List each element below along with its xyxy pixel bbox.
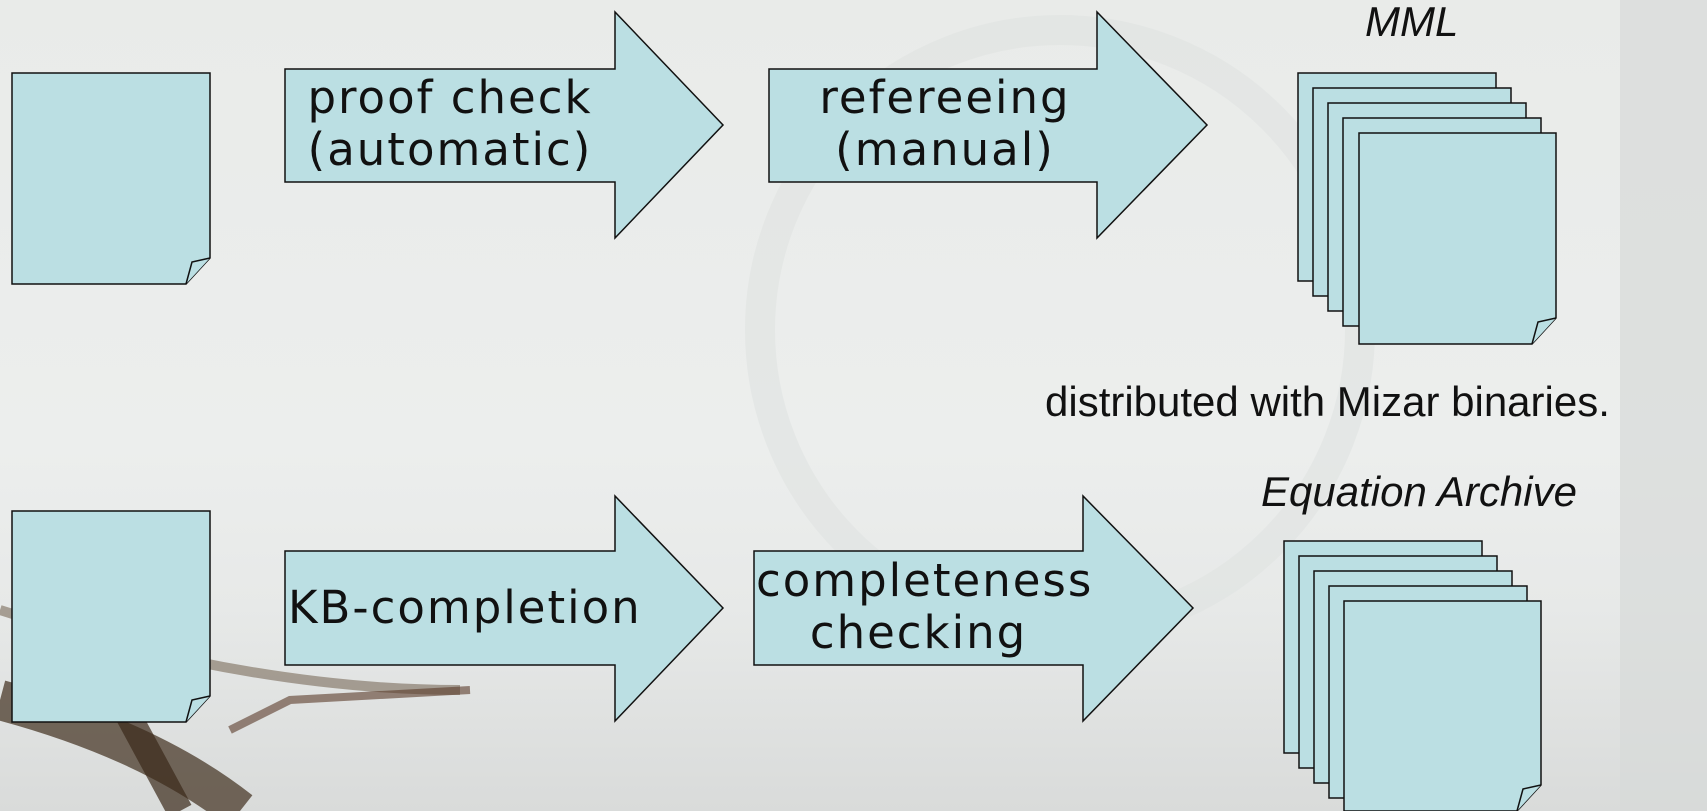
- kb-completion-arrow: [284, 494, 725, 723]
- mml-label: MML: [1365, 0, 1459, 45]
- kb-completion-label: KB-completion: [288, 581, 642, 634]
- kb-completion-line-1: KB-completion: [288, 581, 642, 634]
- refereeing-line-2: (manual): [835, 123, 1055, 176]
- equation-archive-label: Equation Archive: [1261, 468, 1577, 515]
- proof-check-label: proof check (automatic): [300, 72, 600, 176]
- document-icon-2: [11, 510, 211, 723]
- mml-document-stack-icon: [1297, 72, 1557, 345]
- refereeing-line-1: refereeing: [819, 71, 1071, 124]
- proof-check-line-1: proof check: [307, 71, 593, 124]
- refereeing-label: refereeing (manual): [795, 72, 1095, 176]
- diagram-shapes-row-1: [11, 10, 1557, 345]
- completeness-checking-line-1: completeness: [756, 554, 1094, 607]
- refereeing-arrow: [768, 10, 1209, 240]
- document-icon: [11, 72, 211, 285]
- proof-check-line-2: (automatic): [307, 123, 593, 176]
- distribution-note: distributed with Mizar binaries.: [1045, 378, 1610, 425]
- completeness-checking-label: completeness checking: [756, 554, 1094, 659]
- completeness-checking-arrow: [753, 494, 1195, 723]
- proof-check-arrow: [284, 10, 725, 240]
- equation-archive-stack-icon: [1283, 540, 1542, 811]
- completeness-checking-line-2: checking: [809, 606, 1028, 659]
